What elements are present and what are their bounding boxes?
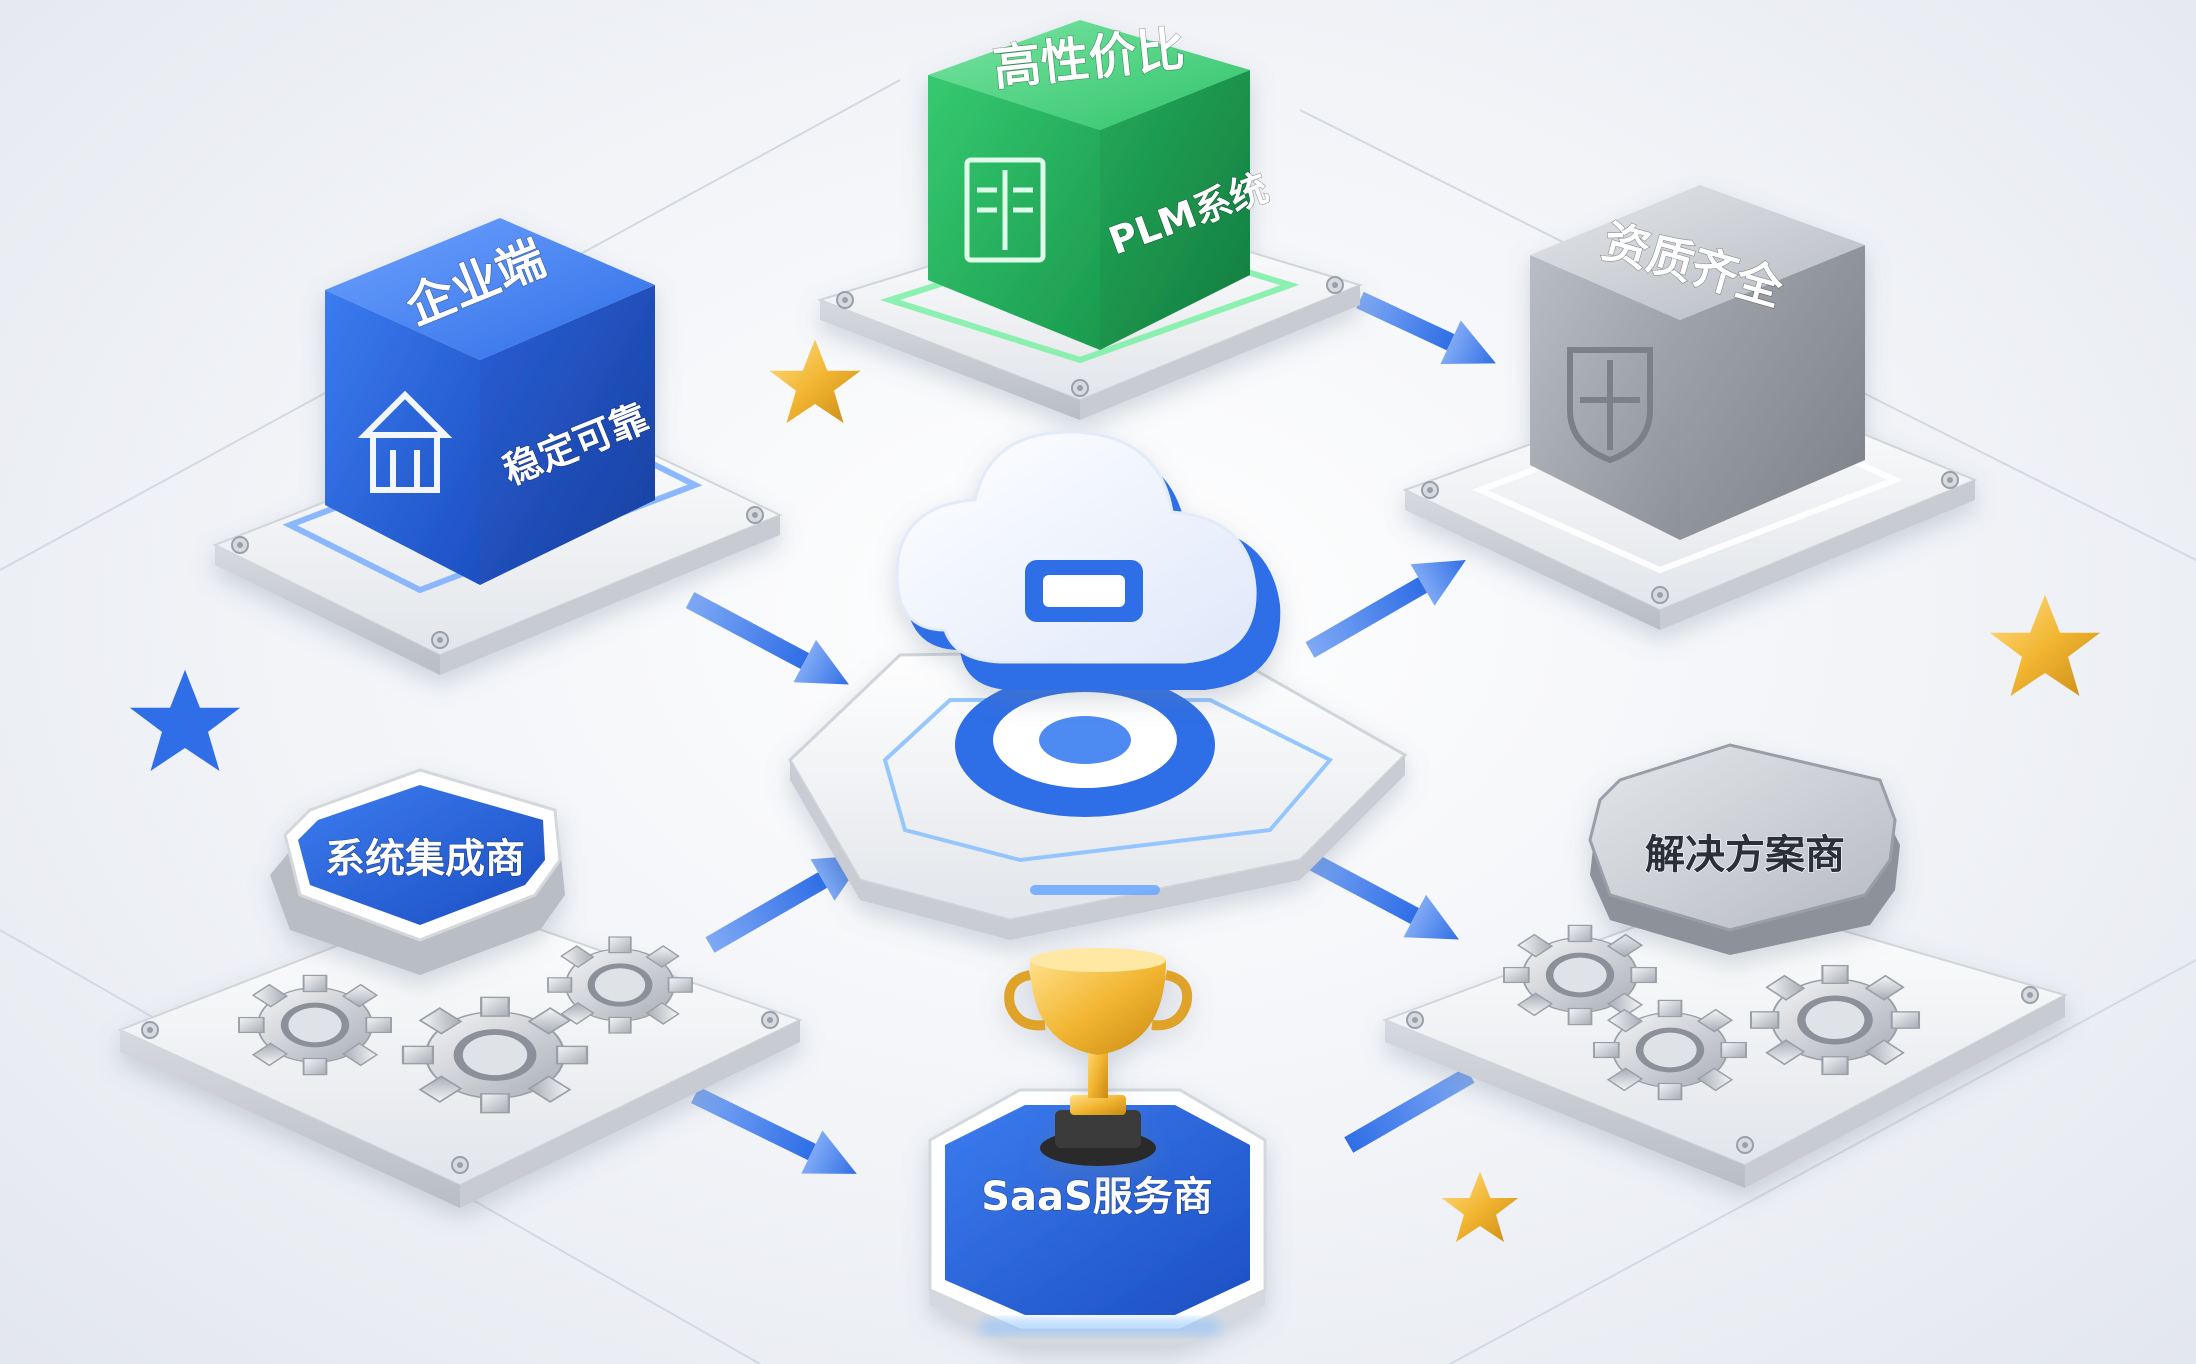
arrow-topleft-to-hub xyxy=(685,592,849,685)
cube-side-right xyxy=(1100,70,1250,350)
connector-arrows xyxy=(685,291,1496,1174)
central-hub xyxy=(788,648,1408,940)
node-saas-provider xyxy=(928,1088,1267,1345)
document-icon xyxy=(964,157,1046,263)
badge-system-integrator-label: 系统集成商 xyxy=(325,836,525,882)
cube-top xyxy=(325,218,655,360)
arrow-bottomright-to-bottomcenter xyxy=(1344,1067,1475,1153)
arrow-hub-to-topright xyxy=(1305,560,1466,658)
hexagon-badge-system-integrator xyxy=(270,768,565,975)
cube-top xyxy=(1530,185,1865,320)
cube-side-right xyxy=(480,285,655,585)
arrow-bottomleft-to-bottomcenter xyxy=(691,1086,857,1174)
node-qualification xyxy=(1402,185,1978,630)
badge-saas-provider-label: SaaS服务商 xyxy=(981,1174,1213,1220)
arrow-hub-to-bottomright xyxy=(1295,847,1459,940)
cloud-icon xyxy=(895,430,1281,690)
house-icon xyxy=(357,390,453,493)
trophy-icon xyxy=(1004,948,1192,1166)
badge-solution-provider-label: 解决方案商 xyxy=(1645,832,1845,878)
arrow-topcenter-to-topright xyxy=(1356,291,1496,365)
hexagon-badge-solution-provider xyxy=(1588,743,1900,955)
cube-top xyxy=(928,20,1250,130)
node-enterprise xyxy=(212,218,783,675)
shield-icon xyxy=(1567,347,1653,464)
cube-side-right xyxy=(1680,245,1865,540)
